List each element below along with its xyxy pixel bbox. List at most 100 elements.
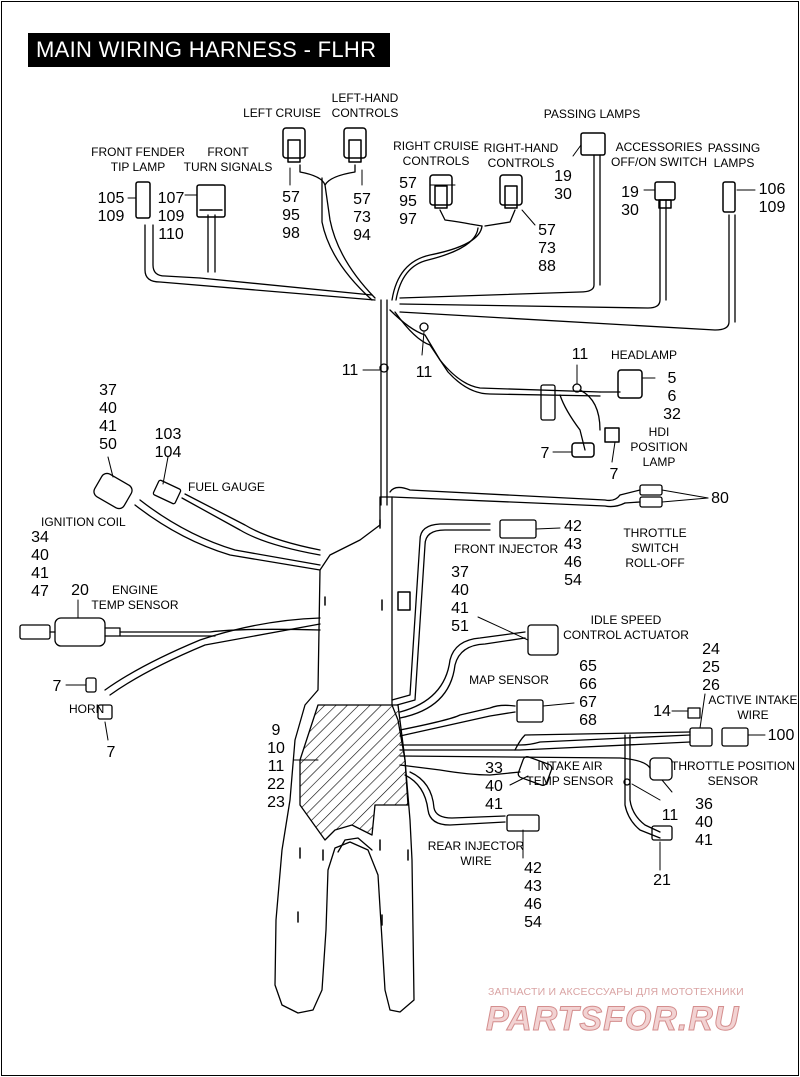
callout-number: 57 bbox=[538, 222, 556, 239]
right-harness bbox=[389, 484, 749, 841]
callout-number: 6 bbox=[668, 388, 677, 405]
label-line: REAR INJECTOR bbox=[428, 839, 525, 853]
label-ignition-coil: IGNITION COIL bbox=[41, 515, 126, 529]
label-line: HDI bbox=[649, 425, 670, 439]
callout-number: 20 bbox=[71, 582, 89, 599]
label-fuel-gauge: FUEL GAUGE bbox=[188, 480, 265, 494]
callout-number: 107 bbox=[158, 190, 185, 207]
label-line: MAP SENSOR bbox=[469, 673, 549, 687]
callout-number: 22 bbox=[267, 776, 285, 793]
label-line: OFF/ON SWITCH bbox=[611, 155, 707, 169]
hatched-trunk bbox=[299, 704, 409, 841]
callout-number: 73 bbox=[538, 240, 556, 257]
label-horn: HORN bbox=[69, 702, 104, 716]
callout-number: 11 bbox=[662, 807, 679, 824]
callout-number: 41 bbox=[451, 600, 469, 617]
callout-c-horn-a: 7 bbox=[53, 678, 62, 695]
label-line: WIRE bbox=[460, 854, 491, 868]
label-line: TEMP SENSOR bbox=[91, 598, 178, 612]
callout-number: 19 bbox=[554, 168, 572, 185]
callout-number: 41 bbox=[31, 565, 49, 582]
callout-number: 11 bbox=[572, 346, 589, 363]
callout-number: 9 bbox=[272, 722, 281, 739]
callout-number: 33 bbox=[485, 760, 503, 777]
callout-number: 14 bbox=[653, 703, 671, 720]
callout-c-engine-temp: 20 bbox=[71, 582, 89, 599]
callout-number: 105 bbox=[98, 190, 125, 207]
label-map-sensor: MAP SENSOR bbox=[469, 673, 549, 687]
label-line: TEMP SENSOR bbox=[526, 774, 613, 788]
label-line: HEADLAMP bbox=[611, 348, 677, 362]
label-line: RIGHT CRUISE bbox=[393, 139, 479, 153]
callout-number: 94 bbox=[353, 227, 371, 244]
label-line: ACCESSORIES bbox=[616, 140, 703, 154]
label-line: LAMP bbox=[643, 455, 676, 469]
callout-number: 26 bbox=[702, 677, 720, 694]
label-line: LEFT-HAND bbox=[332, 91, 399, 105]
callout-number: 109 bbox=[158, 208, 185, 225]
callout-number: 65 bbox=[579, 658, 597, 675]
callout-number: 46 bbox=[524, 896, 542, 913]
callout-number: 109 bbox=[98, 208, 125, 225]
callout-number: 66 bbox=[579, 676, 597, 693]
label-line: HORN bbox=[69, 702, 104, 716]
callout-number: 73 bbox=[353, 209, 371, 226]
callout-number: 37 bbox=[451, 564, 469, 581]
label-line: ENGINE bbox=[112, 583, 158, 597]
label-line: LAMPS bbox=[714, 156, 755, 170]
callout-number: 23 bbox=[267, 794, 285, 811]
callout-number: 19 bbox=[621, 184, 639, 201]
callout-number: 11 bbox=[342, 362, 359, 379]
label-line: CONTROL ACTUATOR bbox=[563, 628, 689, 642]
callout-c-11-c: 11 bbox=[572, 346, 589, 363]
callout-number: 24 bbox=[702, 641, 720, 658]
callout-number: 21 bbox=[653, 872, 671, 889]
callout-number: 41 bbox=[485, 796, 503, 813]
callout-number: 95 bbox=[282, 207, 300, 224]
callout-number: 7 bbox=[541, 445, 550, 462]
callout-number: 57 bbox=[399, 175, 417, 192]
callout-number: 97 bbox=[399, 211, 417, 228]
leader-lines bbox=[65, 144, 766, 871]
upper-harness bbox=[144, 154, 736, 506]
label-line: CONTROLS bbox=[332, 106, 399, 120]
callout-number: 80 bbox=[711, 490, 729, 507]
label-line: IDLE SPEED bbox=[591, 613, 662, 627]
callout-number: 37 bbox=[99, 382, 117, 399]
callout-number: 42 bbox=[564, 518, 582, 535]
watermark-brand: PARTSFOR.RU bbox=[486, 1000, 740, 1038]
callout-number: 54 bbox=[524, 914, 542, 931]
callout-number: 41 bbox=[695, 832, 713, 849]
callout-number: 7 bbox=[107, 744, 116, 761]
callout-number: 40 bbox=[451, 582, 469, 599]
callout-number: 109 bbox=[759, 199, 786, 216]
callout-number: 41 bbox=[99, 418, 117, 435]
label-line: CONTROLS bbox=[488, 156, 555, 170]
callout-number: 104 bbox=[155, 444, 182, 461]
callout-number: 95 bbox=[399, 193, 417, 210]
